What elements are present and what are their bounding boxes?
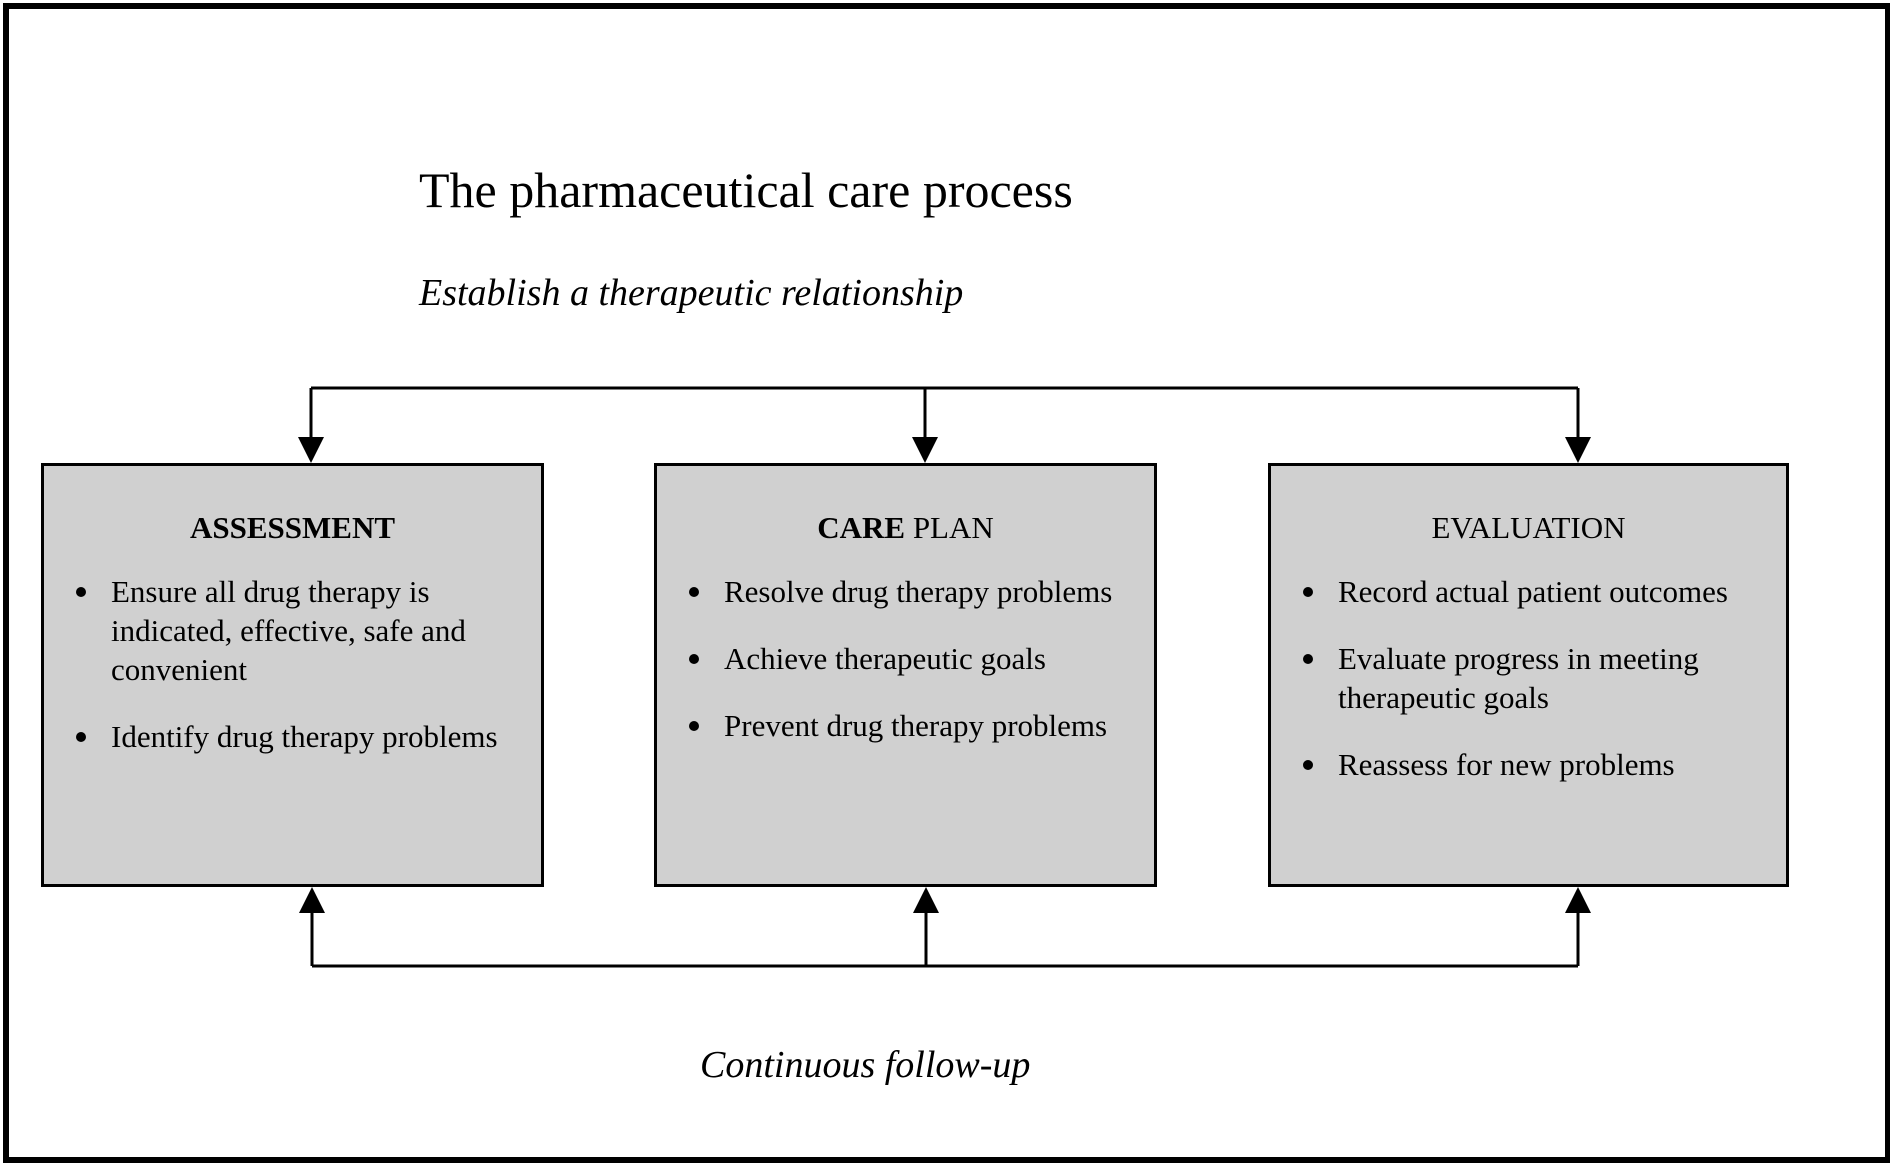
diagram-title: The pharmaceutical care process (419, 162, 1073, 218)
bullet-text: Evaluate progress in meeting therapeutic… (1338, 641, 1699, 715)
bullet-icon (76, 587, 86, 597)
care-plan-box: CARE PLAN Resolve drug therapy problems … (654, 463, 1157, 887)
list-item: Evaluate progress in meeting therapeutic… (1301, 639, 1766, 717)
evaluation-bullet-list: Record actual patient outcomes Evaluate … (1301, 572, 1766, 812)
care-plan-heading: CARE PLAN (657, 508, 1154, 548)
bullet-icon (1303, 587, 1313, 597)
top-connector (309, 386, 1580, 440)
bullet-text: Achieve therapeutic goals (724, 641, 1046, 676)
list-item: Record actual patient outcomes (1301, 572, 1766, 611)
list-item: Achieve therapeutic goals (687, 639, 1134, 678)
assessment-bullet-list: Ensure all drug therapy is indicated, ef… (74, 572, 521, 784)
assessment-box: ASSESSMENT Ensure all drug therapy is in… (41, 463, 544, 887)
diagram-footer: Continuous follow-up (700, 1044, 1031, 1086)
bullet-text: Reassess for new problems (1338, 747, 1675, 782)
bullet-icon (689, 587, 699, 597)
bullet-icon (689, 721, 699, 731)
list-item: Identify drug therapy problems (74, 717, 521, 756)
list-item: Ensure all drug therapy is indicated, ef… (74, 572, 521, 689)
care-plan-heading-bold: CARE (817, 510, 906, 545)
arrowhead-up-evaluation (1565, 887, 1591, 913)
bullet-text: Identify drug therapy problems (111, 719, 498, 754)
bottom-connector (310, 910, 1580, 968)
bottom-arrowheads (299, 887, 1591, 913)
list-item: Reassess for new problems (1301, 745, 1766, 784)
bullet-text: Record actual patient outcomes (1338, 574, 1728, 609)
top-arrowheads (298, 437, 1591, 463)
evaluation-box: EVALUATION Record actual patient outcome… (1268, 463, 1789, 887)
arrowhead-up-assessment (299, 887, 325, 913)
evaluation-heading-rest: EVALUATION (1431, 510, 1626, 545)
arrowhead-down-careplan (912, 437, 938, 463)
assessment-heading-bold: ASSESSMENT (189, 510, 396, 545)
bullet-icon (1303, 654, 1313, 664)
assessment-heading: ASSESSMENT (44, 508, 541, 548)
bullet-icon (689, 654, 699, 664)
bullet-text: Resolve drug therapy problems (724, 574, 1113, 609)
bullet-icon (1303, 760, 1313, 770)
arrowhead-down-assessment (298, 437, 324, 463)
list-item: Prevent drug therapy problems (687, 706, 1134, 745)
bullet-text: Prevent drug therapy problems (724, 708, 1108, 743)
diagram-subtitle: Establish a therapeutic relationship (419, 272, 964, 314)
arrowhead-down-evaluation (1565, 437, 1591, 463)
diagram-frame (3, 3, 1890, 1163)
bullet-icon (76, 732, 86, 742)
care-plan-bullet-list: Resolve drug therapy problems Achieve th… (687, 572, 1134, 773)
bullet-text: Ensure all drug therapy is indicated, ef… (111, 574, 466, 687)
arrowhead-up-careplan (913, 887, 939, 913)
care-plan-heading-rest: PLAN (905, 510, 994, 545)
list-item: Resolve drug therapy problems (687, 572, 1134, 611)
evaluation-heading: EVALUATION (1271, 508, 1786, 548)
